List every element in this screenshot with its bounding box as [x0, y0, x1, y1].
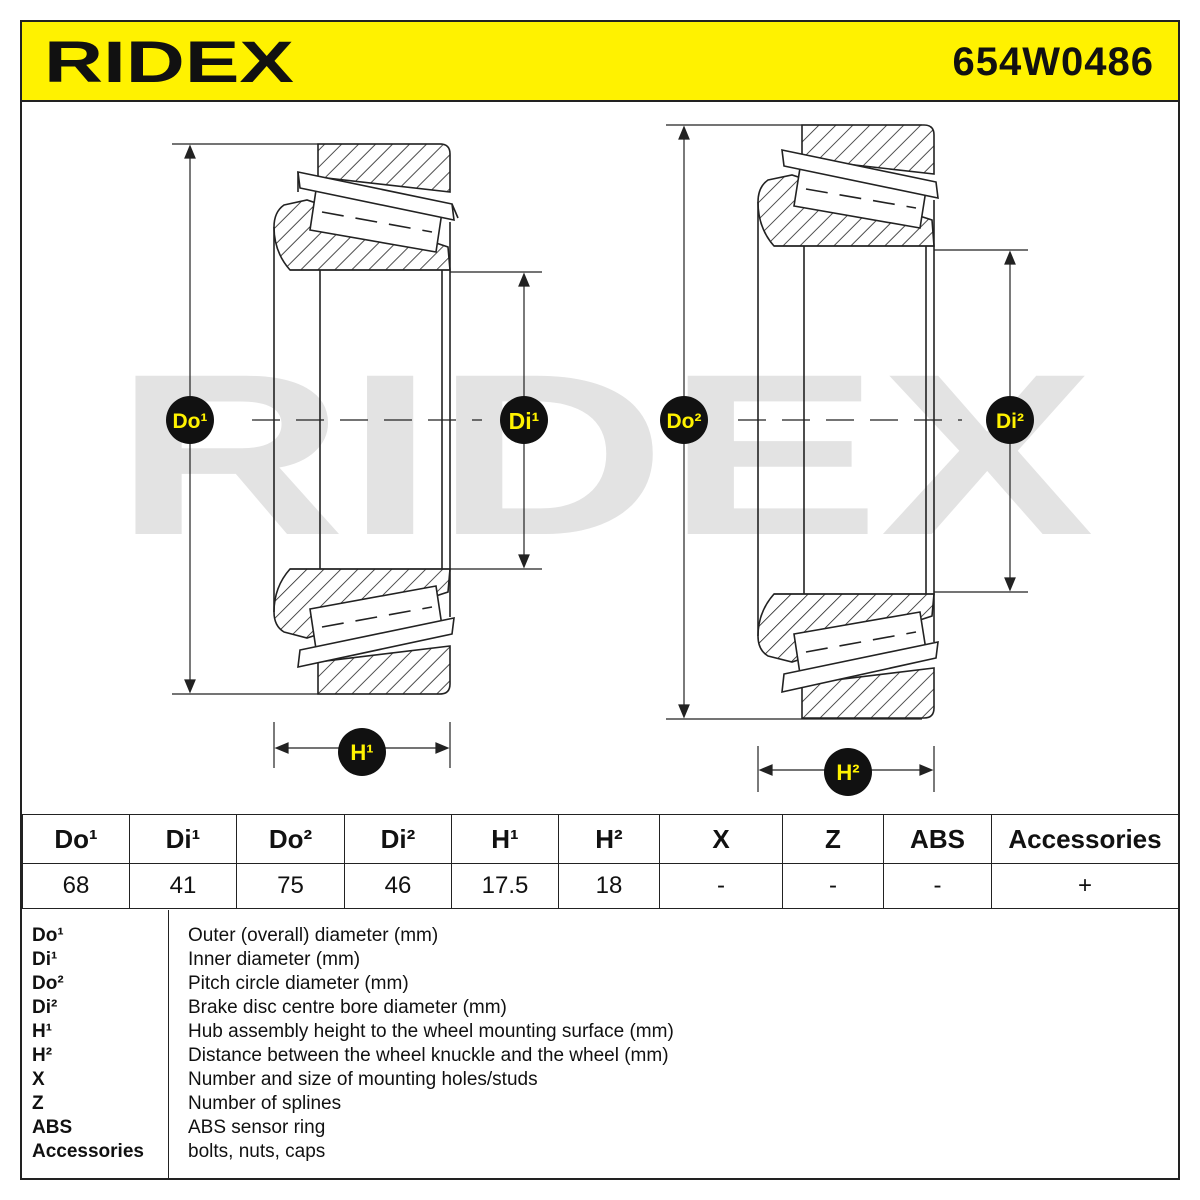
spec-header: Di¹ — [129, 814, 237, 864]
legend-key: ABS — [32, 1117, 73, 1138]
legend-desc: Inner diameter (mm) — [188, 949, 361, 970]
callout-do2-label: Do² — [667, 410, 702, 433]
legend-key: Do² — [32, 973, 64, 994]
spec-header: H¹ — [451, 814, 559, 864]
spec-value: 46 — [344, 863, 452, 909]
legend-desc: Brake disc centre bore diameter (mm) — [188, 997, 507, 1018]
left-bearing-section — [273, 143, 459, 695]
callout-di2-label: Di² — [996, 410, 1024, 433]
spec-value: + — [991, 863, 1179, 909]
spec-value: 68 — [22, 863, 130, 909]
legend-item: Accessories bolts, nuts, caps — [22, 1140, 1178, 1164]
legend-item: Di¹ Inner diameter (mm) — [22, 948, 1178, 972]
legend-desc: bolts, nuts, caps — [188, 1141, 326, 1162]
spec-header: Do¹ — [22, 814, 130, 864]
ridex-logo-text: RIDEX — [44, 30, 294, 94]
callout-di1: Di¹ — [500, 396, 548, 444]
legend: Do¹ Outer (overall) diameter (mm) Di¹ In… — [22, 910, 1178, 1178]
product-sheet: RIDEX — [20, 20, 1180, 1180]
legend-desc: Number of splines — [188, 1093, 342, 1114]
callout-do1: Do¹ — [166, 396, 214, 444]
callout-h2: H² — [824, 748, 872, 796]
spec-table: Do¹ Di¹ Do² Di² H¹ H² X Z ABS Accessorie… — [22, 814, 1179, 909]
legend-desc: ABS sensor ring — [188, 1117, 326, 1138]
spec-header: H² — [558, 814, 660, 864]
spec-value: 18 — [558, 863, 660, 909]
legend-key: Di² — [32, 997, 58, 1018]
callout-do2: Do² — [660, 396, 708, 444]
spec-header: ABS — [883, 814, 992, 864]
legend-key: Di¹ — [32, 949, 58, 970]
spec-value: 41 — [129, 863, 237, 909]
legend-desc: Hub assembly height to the wheel mountin… — [188, 1021, 674, 1042]
callout-di2: Di² — [986, 396, 1034, 444]
legend-key: Z — [32, 1093, 44, 1114]
legend-item: Do¹ Outer (overall) diameter (mm) — [22, 924, 1178, 948]
spec-header: Do² — [236, 814, 345, 864]
watermark-text: RIDEX — [114, 326, 1094, 583]
legend-item: H² Distance between the wheel knuckle an… — [22, 1044, 1178, 1068]
callout-h2-label: H² — [836, 760, 859, 785]
spec-header: Z — [782, 814, 884, 864]
legend-item: H¹ Hub assembly height to the wheel moun… — [22, 1020, 1178, 1044]
legend-item: Do² Pitch circle diameter (mm) — [22, 972, 1178, 996]
legend-item: X Number and size of mounting holes/stud… — [22, 1068, 1178, 1092]
bearing-drawing: RIDEX — [114, 124, 1094, 796]
right-bearing-section — [757, 124, 939, 719]
ridex-logo: RIDEX — [44, 30, 294, 94]
legend-item: Di² Brake disc centre bore diameter (mm) — [22, 996, 1178, 1020]
callout-do1-label: Do¹ — [173, 410, 208, 433]
legend-key: H¹ — [32, 1021, 53, 1042]
callout-di1-label: Di¹ — [509, 408, 540, 434]
spec-value: - — [659, 863, 783, 909]
callout-h1: H¹ — [338, 728, 386, 776]
spec-value: 17.5 — [451, 863, 559, 909]
spec-value-row: 68 41 75 46 17.5 18 - - - + — [22, 863, 1179, 909]
header-bar: RIDEX 654W0486 — [22, 22, 1178, 102]
spec-value: - — [883, 863, 992, 909]
spec-value: 75 — [236, 863, 345, 909]
spec-header-row: Do¹ Di¹ Do² Di² H¹ H² X Z ABS Accessorie… — [22, 814, 1179, 864]
legend-desc: Number and size of mounting holes/studs — [188, 1069, 538, 1090]
legend-item: Z Number of splines — [22, 1092, 1178, 1116]
legend-key: X — [32, 1069, 45, 1090]
part-number: 654W0486 — [952, 40, 1154, 84]
spec-value: - — [782, 863, 884, 909]
spec-header: Accessories — [991, 814, 1179, 864]
legend-desc: Outer (overall) diameter (mm) — [188, 925, 439, 946]
spec-header: X — [659, 814, 783, 864]
spec-header: Di² — [344, 814, 452, 864]
callout-h1-label: H¹ — [350, 740, 373, 765]
legend-desc: Distance between the wheel knuckle and t… — [188, 1045, 669, 1066]
legend-key: Do¹ — [32, 925, 64, 946]
legend-desc: Pitch circle diameter (mm) — [188, 973, 409, 994]
legend-key: H² — [32, 1045, 53, 1066]
legend-divider — [168, 910, 169, 1178]
legend-key: Accessories — [32, 1141, 144, 1162]
legend-item: ABS ABS sensor ring — [22, 1116, 1178, 1140]
